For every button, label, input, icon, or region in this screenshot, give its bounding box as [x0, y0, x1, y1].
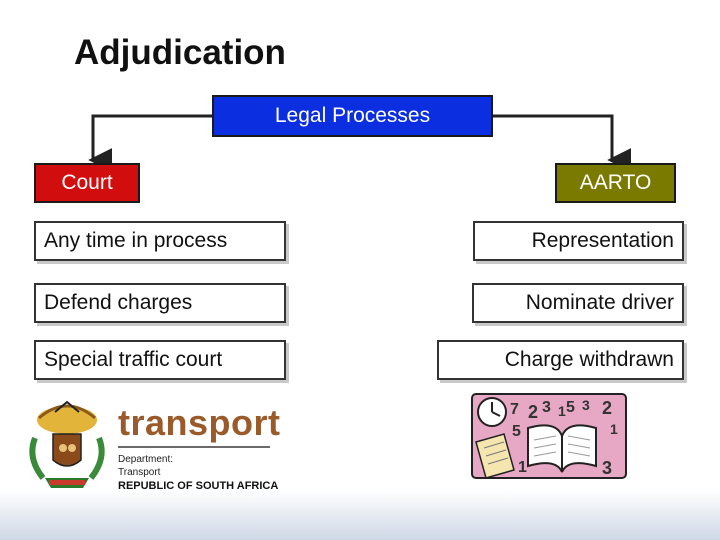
logo-line-transport: Transport	[118, 467, 161, 478]
svg-text:7: 7	[510, 401, 519, 418]
connector-left	[88, 114, 212, 172]
svg-text:2: 2	[602, 398, 612, 418]
bottom-gradient-band	[0, 490, 720, 540]
logo-line-republic: REPUBLIC OF SOUTH AFRICA	[118, 480, 279, 492]
aarto-item-representation: Representation	[473, 221, 684, 261]
court-item-special-court: Special traffic court	[34, 340, 286, 380]
slide-title: Adjudication	[74, 33, 286, 72]
court-box: Court	[34, 163, 140, 203]
court-item-defend-charges: Defend charges	[34, 283, 286, 323]
legal-processes-box: Legal Processes	[212, 95, 493, 137]
svg-text:1: 1	[558, 403, 566, 419]
aarto-item-charge-withdrawn: Charge withdrawn	[437, 340, 684, 380]
logo-divider	[118, 446, 270, 448]
svg-text:1: 1	[610, 421, 618, 437]
aarto-box: AARTO	[555, 163, 676, 203]
book-clock-numbers-icon: 7 2 3 1 5 3 2 5 1 3 1	[470, 392, 630, 487]
svg-text:3: 3	[542, 399, 551, 416]
svg-text:1: 1	[518, 459, 527, 476]
svg-text:3: 3	[602, 458, 612, 478]
transport-logo-text: transport	[118, 402, 281, 443]
coat-of-arms-icon	[25, 398, 109, 499]
svg-text:3: 3	[582, 397, 590, 413]
aarto-item-nominate-driver: Nominate driver	[472, 283, 684, 323]
court-item-any-time: Any time in process	[34, 221, 286, 261]
svg-text:2: 2	[528, 402, 538, 422]
svg-text:5: 5	[512, 423, 521, 440]
logo-line-department: Department:	[118, 454, 174, 465]
connector-right	[493, 114, 632, 172]
svg-text:5: 5	[566, 399, 575, 416]
